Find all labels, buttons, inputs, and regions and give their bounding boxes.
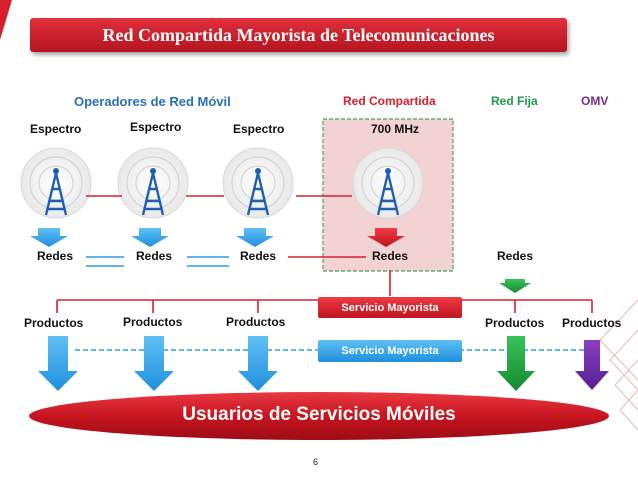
productos-arrow-3 xyxy=(238,336,278,391)
redes-label-3: Redes xyxy=(240,249,277,263)
productos-arrow-2 xyxy=(134,336,174,391)
tower-icon-2 xyxy=(117,147,189,219)
header-red-compartida: Red Compartida xyxy=(343,94,436,108)
slide-title: Red Compartida Mayorista de Telecomunica… xyxy=(30,18,567,52)
header-omv: OMV xyxy=(581,94,609,108)
productos-arrow-1 xyxy=(38,336,78,391)
productos-label-3: Productos xyxy=(226,315,286,329)
tower-icon-1 xyxy=(20,147,92,219)
productos-arrow-fija xyxy=(497,336,535,391)
productos-label-fija: Productos xyxy=(485,316,545,330)
redes-label-shared: Redes xyxy=(372,249,409,263)
espectro-label-3: Espectro xyxy=(233,122,285,136)
usuarios-banner-shape xyxy=(29,392,609,440)
redes-arrow-shared xyxy=(367,228,405,247)
redes-arrow-3 xyxy=(236,228,274,247)
redes-arrow-2 xyxy=(131,228,169,247)
espectro-label-2: Espectro xyxy=(130,120,182,134)
servicio-mayorista-top: Servicio Mayorista xyxy=(318,297,462,318)
redes-arrow-fija xyxy=(499,279,531,293)
servicio-mayorista-bottom: Servicio Mayorista xyxy=(318,340,462,362)
espectro-label-1: Espectro xyxy=(30,122,82,136)
redes-connectors xyxy=(86,256,366,267)
band-label-700mhz: 700 MHz xyxy=(371,122,420,136)
page-number: 6 xyxy=(313,457,319,467)
usuarios-banner-label: Usuarios de Servicios Móviles xyxy=(182,404,456,425)
tower-icon-3 xyxy=(222,147,294,219)
redes-label-fija: Redes xyxy=(497,249,534,263)
header-red-fija: Red Fija xyxy=(491,94,538,108)
productos-arrow-omv xyxy=(575,340,609,390)
tower-icon-shared xyxy=(352,147,424,219)
corner-decoration-top-left xyxy=(0,0,12,40)
redes-arrow-1 xyxy=(30,228,68,247)
redes-label-1: Redes xyxy=(37,249,74,263)
productos-label-omv: Productos xyxy=(562,316,622,330)
productos-label-1: Productos xyxy=(24,316,84,330)
productos-label-2: Productos xyxy=(123,315,183,329)
header-operadores: Operadores de Red Móvil xyxy=(74,94,231,109)
redes-label-2: Redes xyxy=(136,249,173,263)
